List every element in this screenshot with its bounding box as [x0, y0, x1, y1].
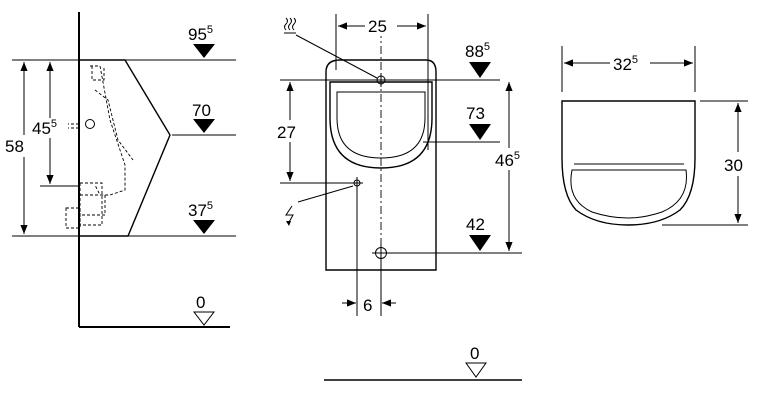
- bowl-outline-outer: [329, 81, 433, 169]
- level-marker-top: [193, 44, 215, 58]
- side-height-overall: 58: [5, 137, 24, 156]
- urinal-front-outline: [325, 59, 437, 271]
- front-level-mid: 73: [466, 104, 485, 123]
- top-view: 325 30: [561, 46, 756, 226]
- siphon-dashed: [90, 65, 126, 196]
- drain-symbol: [372, 244, 390, 262]
- front-height-left: 27: [277, 123, 296, 142]
- level-marker-low: [193, 220, 215, 234]
- top-depth: 30: [724, 156, 743, 175]
- front-level-top: 885: [465, 41, 490, 61]
- top-width: 325: [613, 54, 638, 74]
- front-level-low: 42: [466, 215, 485, 234]
- side-level-mid: 70: [192, 101, 211, 120]
- leader-electrical: [297, 185, 354, 203]
- front-floor-level: 0: [470, 344, 479, 363]
- electrical-icon: [285, 205, 294, 226]
- inlet-circle: [85, 119, 95, 129]
- leader-water: [295, 34, 378, 79]
- side-height-inner: 455: [32, 118, 57, 138]
- level-marker-73: [469, 124, 491, 140]
- floor-marker-front: [465, 362, 487, 378]
- level-marker-88: [469, 62, 491, 78]
- bowl-outline-inner: [336, 91, 426, 159]
- top-bowl-outline: [570, 169, 687, 219]
- level-marker-42: [469, 235, 491, 251]
- front-width-top: 25: [368, 17, 387, 36]
- floor-marker-side: [192, 311, 216, 326]
- side-floor-level: 0: [196, 293, 205, 312]
- level-marker-mid: [193, 119, 215, 133]
- side-level-top: 955: [188, 24, 213, 44]
- side-level-low: 375: [188, 200, 213, 220]
- side-view: 955 70 375 0 58 455: [4, 12, 236, 328]
- front-offset-bottom: 6: [363, 296, 372, 315]
- front-height-right: 465: [495, 150, 520, 170]
- front-view: 25: [274, 14, 534, 381]
- urinal-top-outline: [561, 100, 696, 226]
- water-supply-icon: [284, 17, 296, 34]
- urinal-side-outline: [80, 59, 171, 237]
